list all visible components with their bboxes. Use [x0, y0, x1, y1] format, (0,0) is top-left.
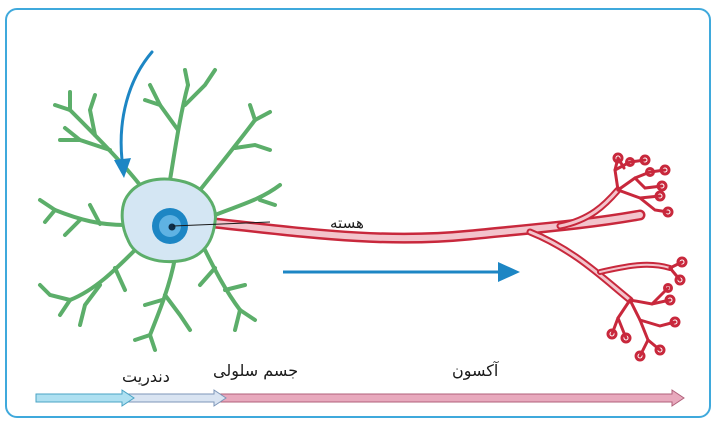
axon-label: آکسون: [452, 361, 500, 381]
region-bar-cell-body: [124, 390, 226, 406]
nucleus-label: هسته: [330, 214, 364, 232]
region-bar-dendrite: [36, 390, 134, 406]
axon-terminals-upper: [614, 154, 672, 216]
diagram-frame: هسته دندریت جسم سلولی آکسون: [5, 8, 711, 418]
dendrite-label: دندریت: [122, 367, 170, 387]
signal-direction-arrow: [283, 262, 520, 282]
neuron-diagram: هسته دندریت جسم سلولی آکسون: [5, 8, 711, 418]
cell-body-label: جسم سلولی: [213, 361, 298, 381]
axon-terminals-lower: [608, 258, 686, 360]
region-bar-axon: [215, 390, 684, 406]
